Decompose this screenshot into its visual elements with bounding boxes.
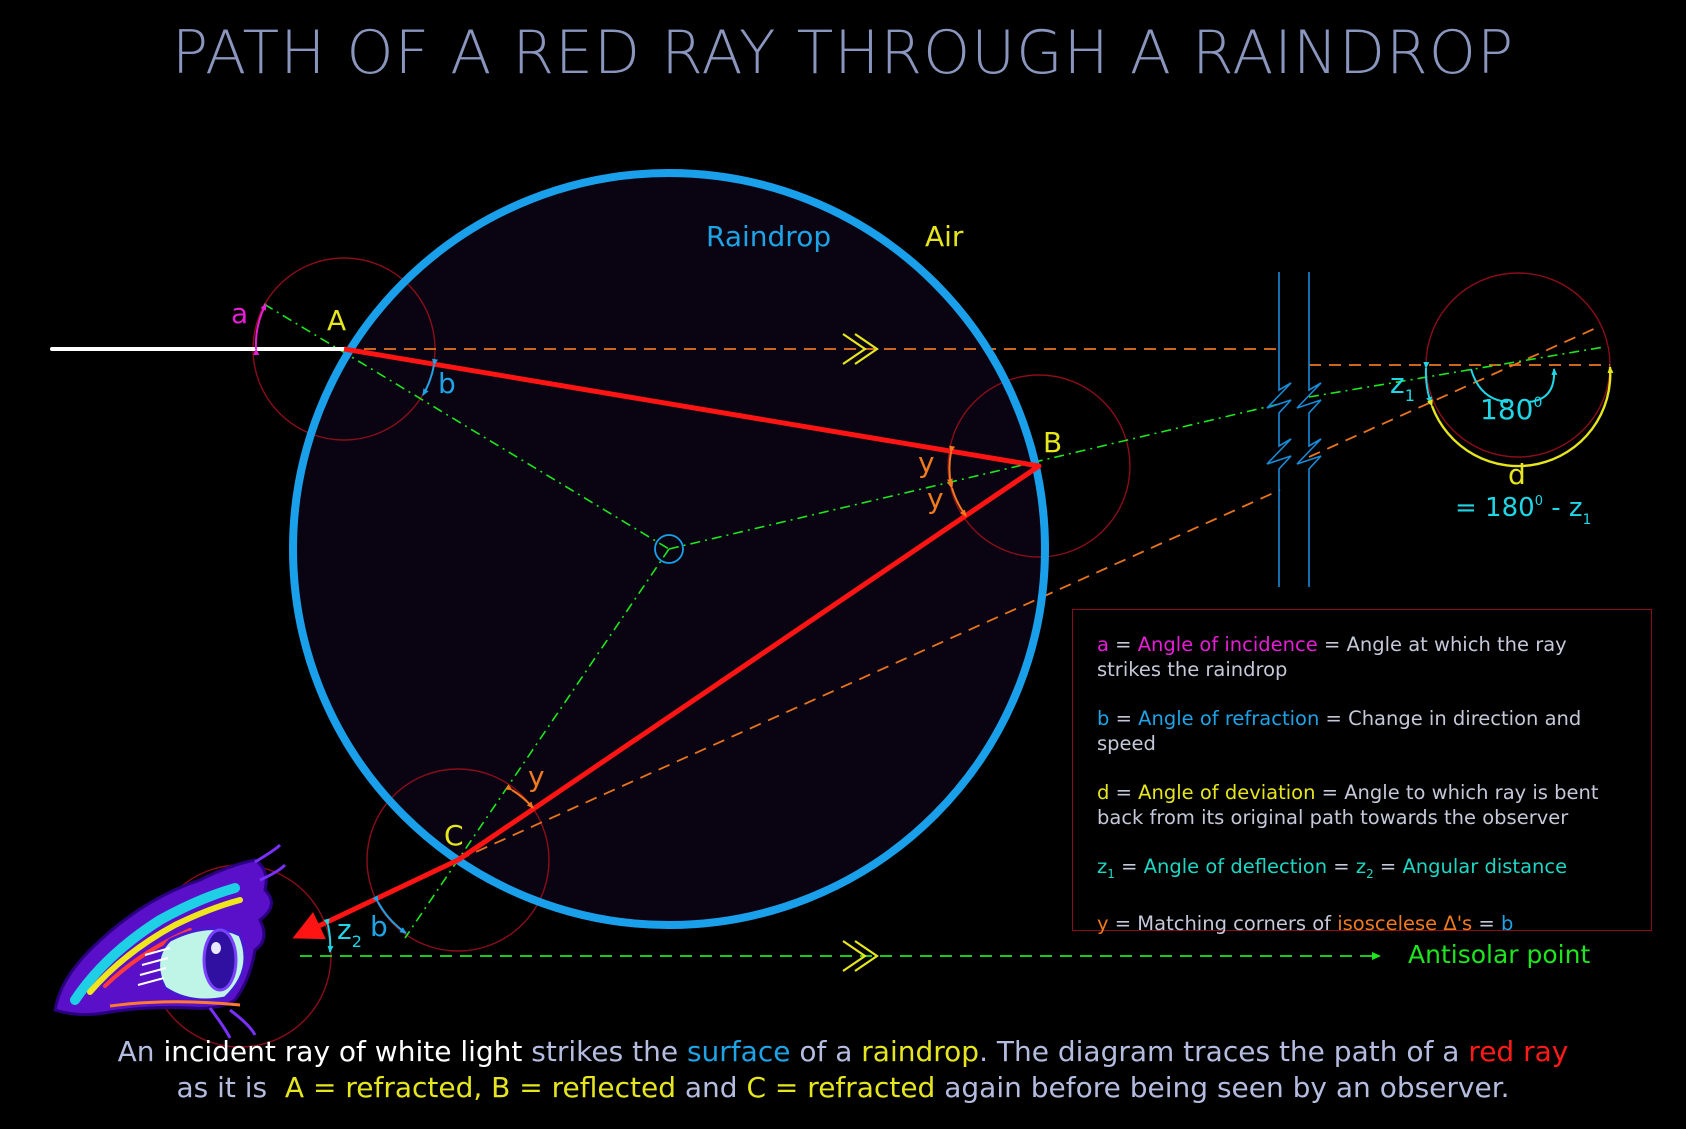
air-label: Air [925,220,964,253]
angle-y-arc-c [505,784,534,809]
caption-segment: of a [790,1035,862,1068]
red-ray-path [343,346,1042,863]
parallel-chevron-icon [842,333,879,365]
caption: An incident ray of white light strikes t… [0,1034,1686,1106]
angle-a-label: a [231,297,248,330]
caption-segment: A = refracted, B = reflected [284,1071,676,1104]
caption-segment: and [676,1071,747,1104]
diagram-title: PATH OF A RED RAY THROUGH A RAINDROP [171,18,1515,88]
d-formula: = 1800 - z1 [1455,493,1591,528]
caption-segment: An [117,1035,164,1068]
caption-segment: strikes the [522,1035,687,1068]
angle-z1-label: z1 [1390,367,1415,405]
caption-line-1: An incident ray of white light strikes t… [0,1034,1686,1070]
point-b-label: B [1043,426,1062,459]
angle-b-top-label: b [438,367,456,400]
legend-item-d: d = Angle of deviation = Angle to which … [1097,781,1599,829]
caption-segment: red ray [1468,1035,1569,1068]
angle-y1-label: y [918,446,935,479]
caption-segment: C = refracted [746,1071,936,1104]
normal-lines [263,303,1605,939]
angle-d-label: d [1508,458,1526,491]
angle-d-arc [1427,366,1614,468]
raindrop-outline [289,169,1049,929]
angle-y3-label: y [528,760,545,793]
angle-b-bottom-label: b [370,910,388,943]
break-lines [1266,272,1322,587]
point-c-label: C [444,819,464,852]
legend-item-a: a = Angle of incidence = Angle at which … [1097,633,1567,681]
point-a-label: A [327,304,346,337]
center-marker [654,534,684,564]
raindrop-label: Raindrop [706,220,831,253]
legend-box: a = Angle of incidence = Angle at which … [1072,609,1652,935]
caption-segment: surface [686,1035,791,1068]
angle-z2-label: z2 [337,913,362,951]
eye-icon [53,843,287,1039]
caption-segment: incident ray of white light [163,1035,523,1068]
caption-line-2: as it is A = refracted, B = reflected an… [0,1070,1686,1106]
caption-segment: raindrop [861,1035,980,1068]
legend-item-b: b = Angle of refraction = Change in dire… [1097,707,1582,755]
caption-segment: again before being seen by an observer. [935,1071,1510,1104]
angle-b-arc-top [422,358,438,396]
angle-b-arc-bottom [372,895,407,934]
caption-segment: . The diagram traces the path of a [979,1035,1469,1068]
angle-y-arc-bottom [947,481,967,517]
angle-180-label: 1800 [1480,393,1542,426]
parallel-chevron-icon [842,940,879,972]
angle-z2-arc [323,918,334,953]
angle-a-arc [253,303,267,356]
antisolar-point-label: Antisolar point [1408,940,1590,969]
legend-item-z: z1 = Angle of deflection = z2 = Angular … [1097,855,1568,881]
angle-y2-label: y [927,482,944,515]
legend-item-y: y = Matching corners of isoscelese Δ's =… [1097,911,1514,935]
caption-segment: as it is [176,1071,285,1104]
